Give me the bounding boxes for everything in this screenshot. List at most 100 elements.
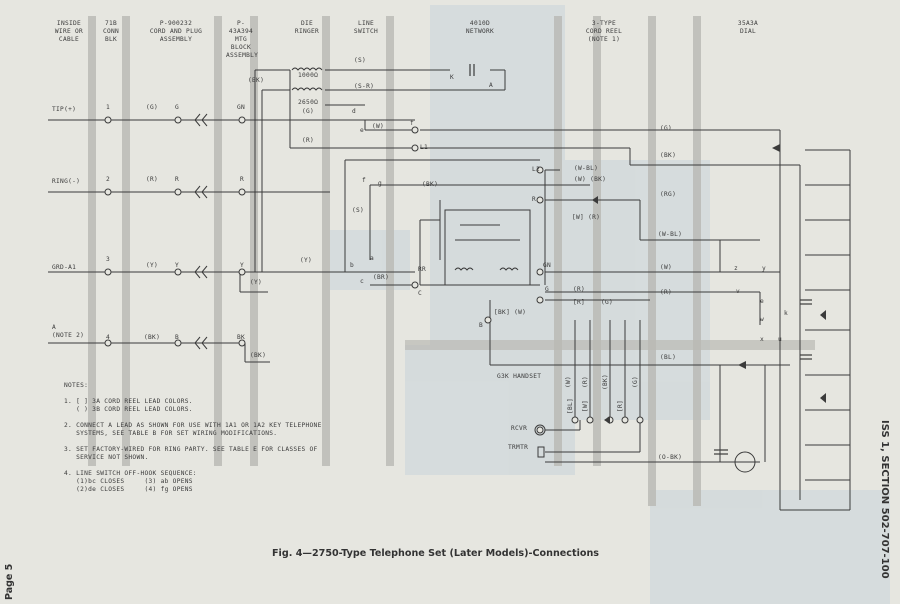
node-C: C	[418, 290, 423, 297]
handset-bk: (BK)	[602, 373, 610, 391]
header-inside-wire: INSIDE WIRE OR CABLE	[54, 20, 84, 43]
wires	[48, 69, 851, 511]
reel-rg: (RG)	[660, 191, 677, 198]
wire-r-ring: (R)	[302, 137, 315, 144]
switch-l2: L2	[532, 166, 541, 173]
dial-v: v	[736, 288, 741, 295]
switch-a2: a	[370, 255, 375, 262]
wire-w-bl: (W-BL)	[574, 165, 599, 172]
terminal-2: 2	[106, 176, 111, 183]
terminal-4: 4	[106, 334, 111, 341]
mtg-y-paren: (Y)	[250, 279, 263, 286]
wire-g-paren: (G)	[601, 299, 614, 306]
wire-g-ring: (G)	[302, 108, 315, 115]
mtg-bk-paren: (BK)	[250, 352, 267, 359]
dial-y: y	[762, 265, 767, 272]
terminal-3: 3	[106, 256, 111, 263]
handset-label: G3K HANDSET	[497, 373, 542, 380]
column-stripes	[88, 16, 701, 506]
cord-r-color: (R)	[146, 176, 159, 183]
switch-f: f	[410, 120, 415, 127]
notes-title: NOTES:	[64, 382, 89, 389]
label-ring: RING(-)	[52, 178, 81, 185]
cord-bk-color: (BK)	[144, 334, 161, 341]
wire-br: (BR)	[373, 274, 390, 281]
mtg-bk: BK	[237, 334, 246, 341]
reel-bk: (BK)	[660, 152, 677, 159]
handset-w: (W)	[565, 375, 573, 389]
trmtr-label: TRMTR	[508, 444, 529, 451]
node-RR: RR	[418, 266, 427, 273]
reel-w-bl: (W-BL)	[658, 231, 683, 238]
mtg-bk-top: (BK)	[248, 77, 265, 84]
wire-r-bracket: [R]	[573, 299, 586, 306]
mtg-r: R	[240, 176, 245, 183]
header-conn-blk: 71B CONN BLK	[102, 20, 120, 43]
switch-fg-g: g	[378, 180, 383, 187]
node-GN: GN	[543, 262, 552, 269]
contact-k: K	[450, 74, 455, 81]
contact-a: A	[489, 82, 494, 89]
rcvr-label: RCVR	[511, 425, 528, 432]
dial-w: w	[760, 316, 765, 323]
reel-o-bk: (O-BK)	[658, 454, 683, 461]
switch-l1: L1	[420, 144, 429, 151]
switch-c: c	[360, 278, 365, 285]
capacitors	[469, 64, 812, 455]
resistor-2650: 2650Ω	[298, 99, 319, 106]
switch-e: e	[360, 127, 365, 134]
dial-u: u	[778, 336, 783, 343]
cord-jack-symbols	[194, 113, 208, 350]
wire-bk-w: [BK] (W)	[494, 309, 527, 316]
section-side-text: ISS 1, SECTION 502-707-100	[879, 420, 890, 579]
handset-bl: [BL]	[567, 397, 575, 415]
receiver-symbol	[534, 424, 546, 458]
label-a-note: A (NOTE 2)	[52, 324, 85, 339]
figure-caption: Fig. 4—2750-Type Telephone Set (Later Mo…	[272, 548, 599, 559]
cord-g-color: (G)	[146, 104, 159, 111]
wire-bk-mid: (BK)	[422, 181, 439, 188]
header-line-switch: LINE SWITCH	[353, 20, 379, 35]
node-G: G	[545, 286, 550, 293]
mtg-y: Y	[240, 262, 245, 269]
ringer-coils	[291, 67, 519, 271]
header-die-ringer: DIE RINGER	[294, 20, 320, 35]
page-number: Page 5	[4, 563, 15, 600]
switch-d: d	[352, 108, 357, 115]
terminal-screws	[104, 116, 644, 434]
header-dial: 35A3A DIAL	[737, 20, 759, 35]
mtg-gn: GN	[237, 104, 246, 111]
wire-s: (S)	[354, 57, 367, 64]
reel-bl: (BL)	[660, 354, 677, 361]
dial-e: e	[760, 298, 765, 305]
reel-w: (W)	[660, 264, 673, 271]
header-mtg-block: P-43A394 MTG BLOCK ASSEMBLY	[226, 20, 259, 59]
note-3: 3. SET FACTORY-WIRED FOR RING PARTY. SEE…	[64, 446, 318, 462]
header-network: 4010D NETWORK	[465, 20, 495, 35]
label-tip: TIP(+)	[52, 106, 77, 113]
handset-r: (R)	[582, 375, 590, 389]
resistor-1000: 1000Ω	[298, 72, 319, 79]
wire-s2: (S)	[352, 207, 365, 214]
header-cord-plug: P-900232 CORD AND PLUG ASSEMBLY	[149, 20, 203, 43]
wire-w-bk: (W) (BK)	[574, 176, 607, 183]
note-2: 2. CONNECT A LEAD AS SHOWN FOR USE WITH …	[64, 422, 322, 438]
reel-r: (R)	[660, 289, 673, 296]
handset-g: (G)	[632, 375, 640, 389]
cord-r: R	[175, 176, 180, 183]
note-1: 1. [ ] 3A CORD REEL LEAD COLORS. ( ) 3B …	[64, 398, 193, 414]
switch-b: b	[350, 262, 355, 269]
node-B: B	[479, 322, 484, 329]
cord-g: G	[175, 104, 180, 111]
terminal-1: 1	[106, 104, 111, 111]
switch-fg-f: f	[362, 177, 367, 184]
dial-z: z	[734, 265, 739, 272]
dial-k: k	[784, 310, 789, 317]
cord-b: B	[175, 334, 180, 341]
handset-w2: [W]	[582, 399, 590, 413]
wire-w-r: [W] (R)	[572, 214, 601, 221]
note-4: 4. LINE SWITCH OFF-HOOK SEQUENCE: (1)bc …	[64, 470, 197, 494]
dial-x: x	[760, 336, 765, 343]
header-cord-reel: 3-TYPE CORD REEL (NOTE 1)	[585, 20, 623, 43]
